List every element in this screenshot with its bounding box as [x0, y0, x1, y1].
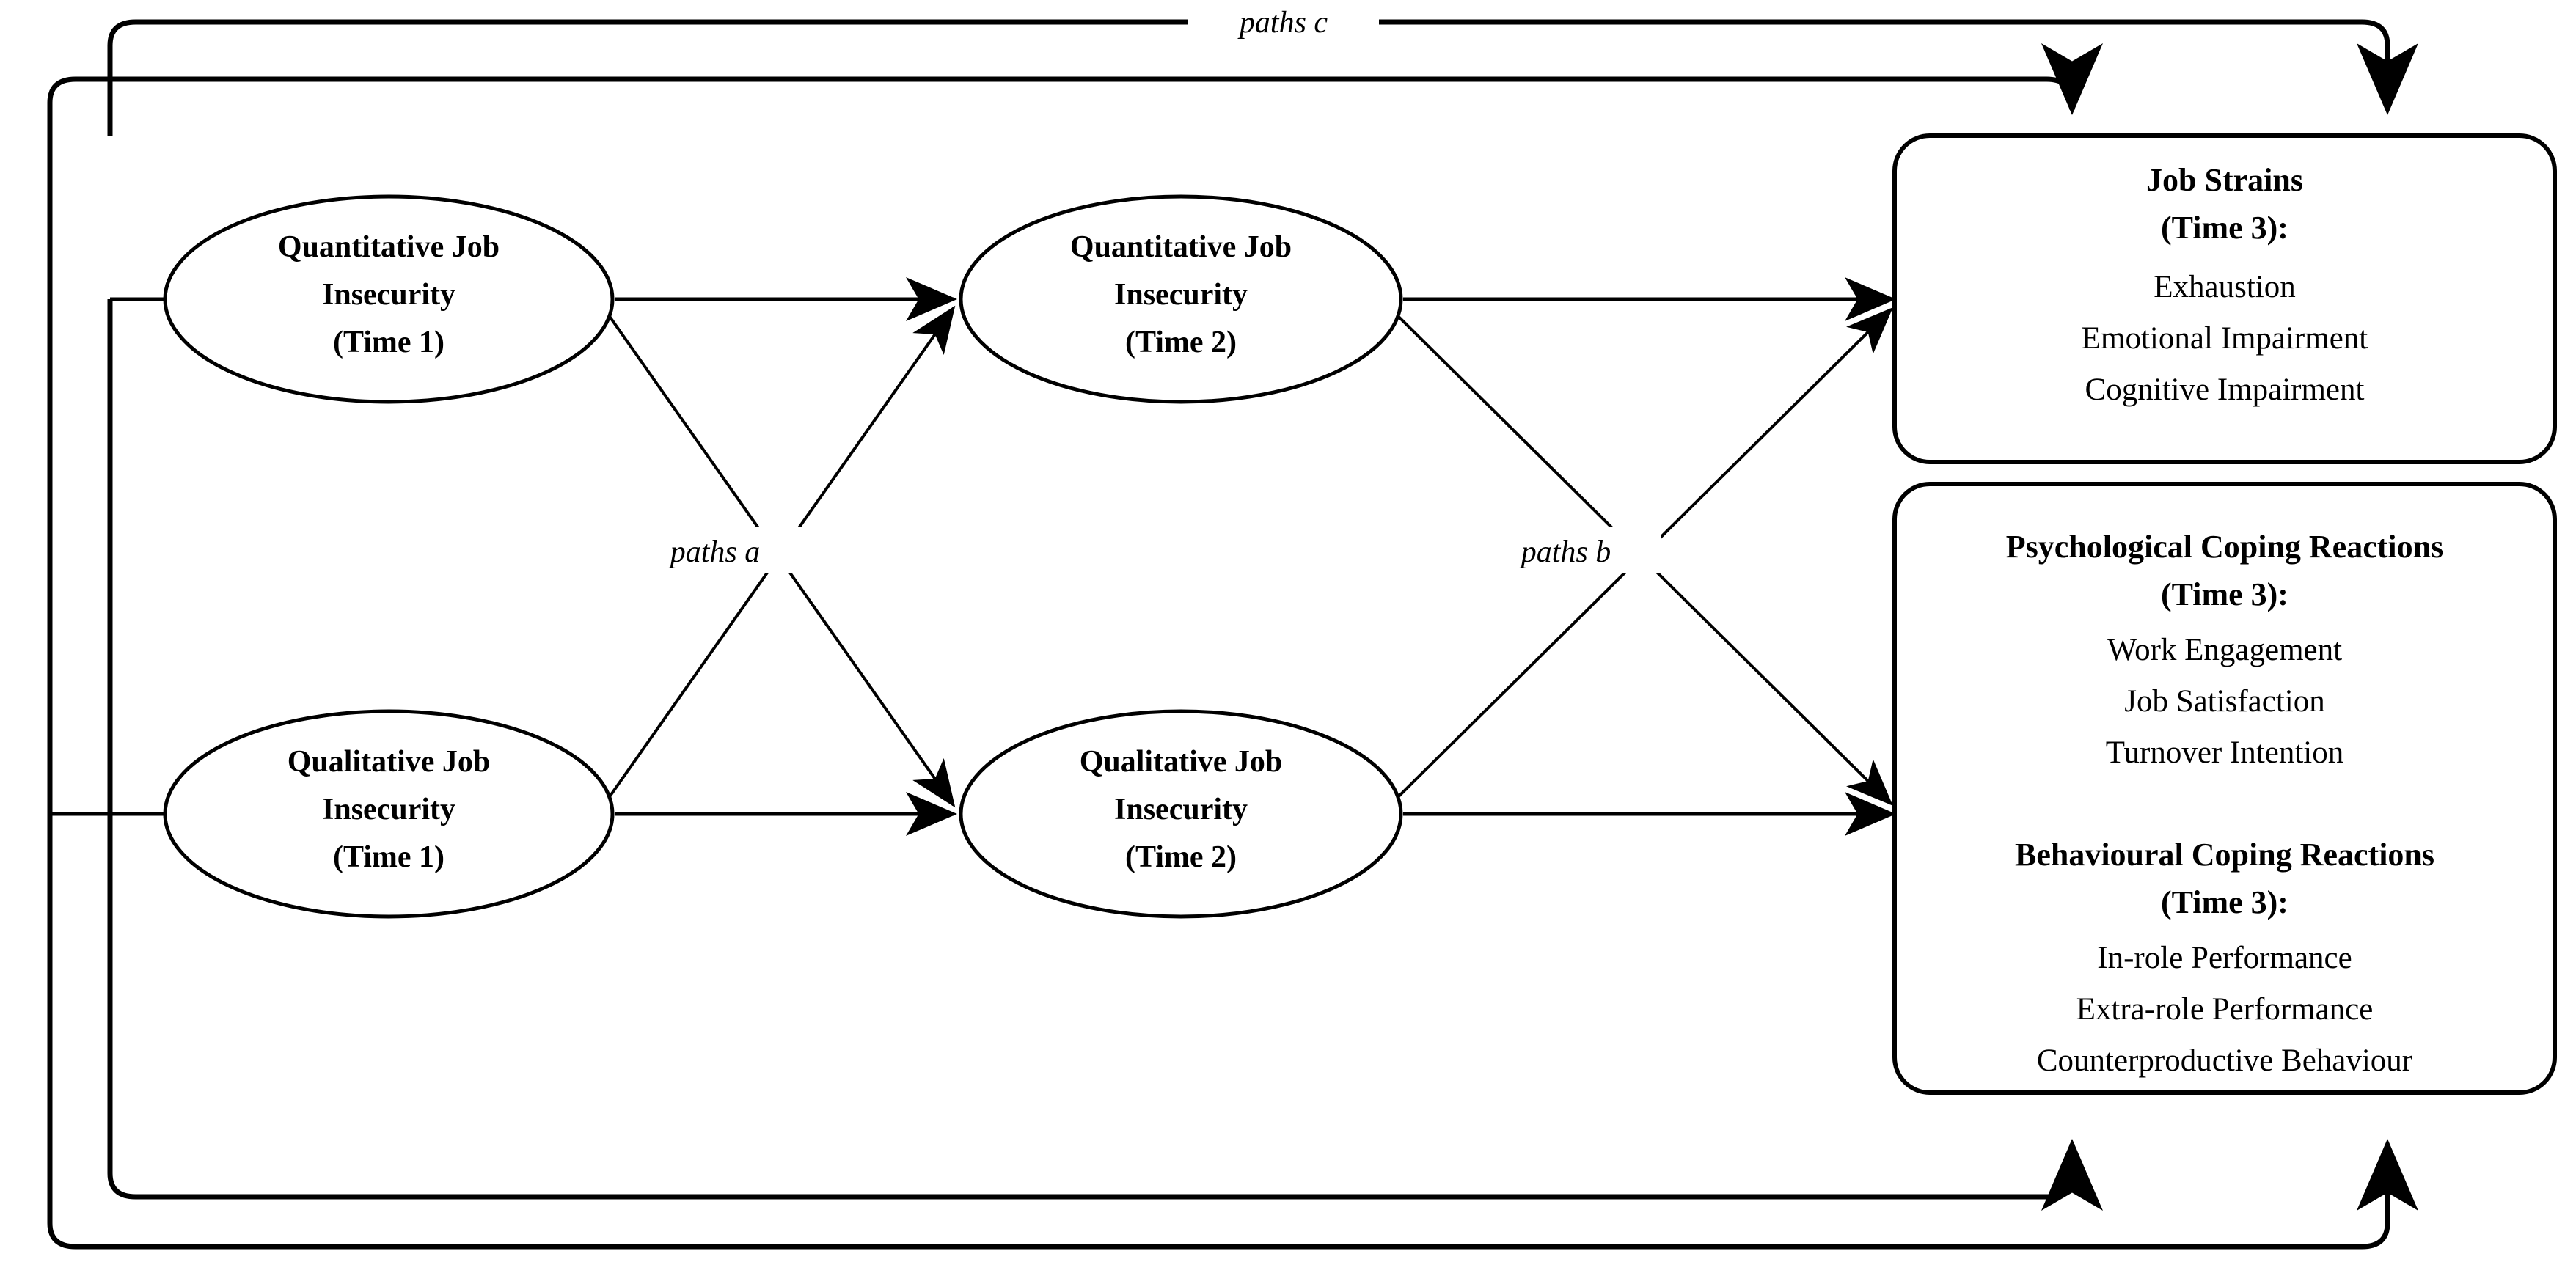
- psychological-coping-item-1: Work Engagement: [2107, 633, 2342, 667]
- quantitative-t1-line2: Insecurity: [322, 278, 455, 312]
- job-strains-box: [1892, 133, 2557, 464]
- quantitative-t2-line1: Quantitative Job: [1070, 230, 1292, 264]
- quantitative-t1-line3: (Time 1): [333, 326, 444, 359]
- qualitative-t2-line3: (Time 2): [1125, 840, 1237, 874]
- psychological-coping-item-3: Turnover Intention: [2106, 735, 2343, 770]
- paths-a-label: paths a: [668, 535, 761, 569]
- behavioural-coping-item-2: Extra-role Performance: [2076, 992, 2374, 1027]
- outcome-box-coping-reactions[interactable]: Psychological Coping Reactions (Time 3):…: [1892, 482, 2557, 1095]
- node-qualitative-t2[interactable]: Qualitative Job Insecurity (Time 2): [959, 709, 1403, 919]
- job-strains-item-2: Emotional Impairment: [2082, 321, 2368, 356]
- node-qualitative-t1[interactable]: Qualitative Job Insecurity (Time 1): [163, 709, 615, 919]
- qualitative-t2-line2: Insecurity: [1114, 793, 1248, 826]
- behavioural-coping-item-3: Counterproductive Behaviour: [2037, 1043, 2412, 1078]
- job-strains-item-1: Exhaustion: [2154, 270, 2295, 304]
- paths-c-bottom-outer: [47, 814, 2418, 1250]
- paths-a-label-group: paths a: [627, 527, 811, 573]
- coping-reactions-box: [1892, 482, 2557, 1095]
- paths-c-label-group: paths c: [1188, 1, 1379, 44]
- job-strains-title: Job Strains: [2146, 162, 2303, 198]
- paths-c-label: paths c: [1237, 6, 1328, 40]
- quantitative-t2-line3: (Time 2): [1125, 326, 1237, 359]
- quantitative-t2-line2: Insecurity: [1114, 278, 1248, 312]
- paths-c-top-inner: [47, 43, 2103, 814]
- behavioural-coping-item-1: In-role Performance: [2097, 941, 2352, 975]
- behavioural-coping-subtitle: (Time 3):: [2161, 884, 2288, 920]
- node-quantitative-t2[interactable]: Quantitative Job Insecurity (Time 2): [959, 194, 1403, 404]
- paths-c-label-bg: [1188, 1, 1379, 44]
- qualitative-t1-line1: Qualitative Job: [288, 745, 491, 779]
- job-strains-subtitle: (Time 3):: [2161, 210, 2288, 246]
- job-strains-item-3: Cognitive Impairment: [2085, 373, 2365, 407]
- ellipse-qualitative-t1: [163, 709, 615, 919]
- psychological-coping-item-2: Job Satisfaction: [2124, 684, 2325, 719]
- outcome-box-job-strains[interactable]: Job Strains (Time 3): Exhaustion Emotion…: [1892, 133, 2557, 464]
- ellipse-quantitative-t2: [959, 194, 1403, 404]
- quantitative-t1-line1: Quantitative Job: [278, 230, 500, 264]
- paths-c-bottom-inner: [107, 299, 2103, 1211]
- ellipse-qualitative-t2: [959, 709, 1403, 919]
- paths-a-label-bg: [627, 527, 811, 573]
- ellipse-quantitative-t1: [163, 194, 615, 404]
- behavioural-coping-title: Behavioural Coping Reactions: [2015, 837, 2434, 873]
- node-quantitative-t1[interactable]: Quantitative Job Insecurity (Time 1): [163, 194, 615, 404]
- qualitative-t1-line3: (Time 1): [333, 840, 444, 874]
- paths-b-label-bg: [1478, 527, 1661, 573]
- qualitative-t1-line2: Insecurity: [322, 793, 455, 826]
- paths-b-label: paths b: [1519, 535, 1611, 569]
- psychological-coping-subtitle: (Time 3):: [2161, 576, 2288, 612]
- qualitative-t2-line1: Qualitative Job: [1080, 745, 1283, 779]
- psychological-coping-title: Psychological Coping Reactions: [2006, 529, 2443, 565]
- paths-b-label-group: paths b: [1478, 527, 1661, 573]
